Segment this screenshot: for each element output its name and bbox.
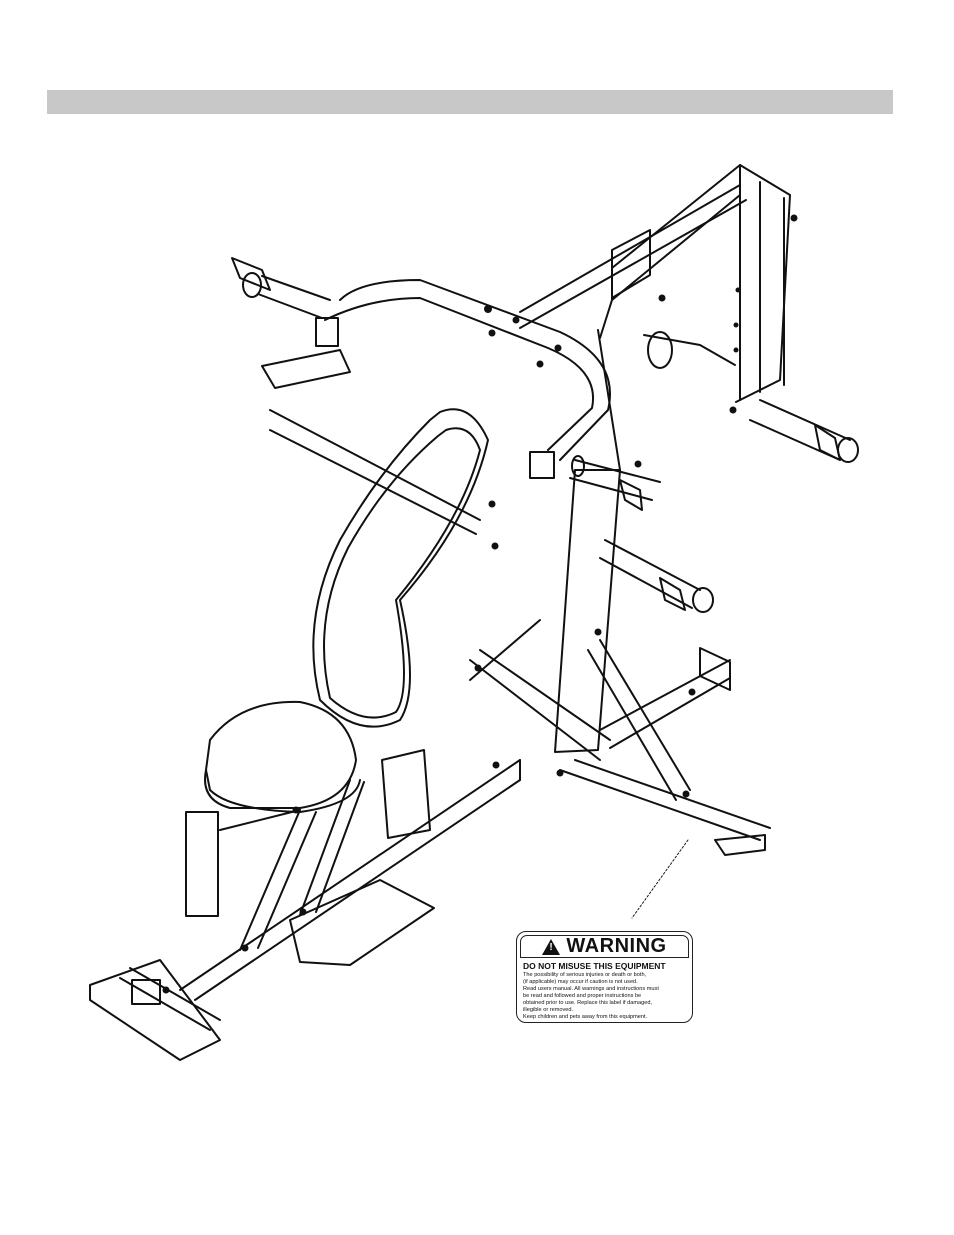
- warning-line: obtained prior to use. Replace this labe…: [523, 1000, 653, 1006]
- warning-line: illegible or removed.: [523, 1007, 574, 1013]
- warning-label: ! WARNING DO NOT MISUSE THIS EQUIPMENT T…: [516, 931, 693, 1023]
- warning-body: The possibility of serious injuries or d…: [523, 972, 688, 1021]
- warning-title: WARNING: [566, 935, 667, 957]
- warning-subtitle: DO NOT MISUSE THIS EQUIPMENT: [523, 961, 666, 971]
- warning-line: The possibility of serious injuries or d…: [523, 972, 647, 978]
- warning-line: be read and followed and proper instruct…: [523, 993, 642, 999]
- warning-line: (if applicable) may occur if caution is …: [523, 979, 638, 985]
- warning-triangle-icon: !: [542, 938, 561, 955]
- warning-header: ! WARNING: [520, 935, 689, 958]
- warning-line: Read users manual. All warnings and inst…: [523, 986, 659, 992]
- section-header-bar: [47, 90, 893, 114]
- warning-line: Keep children and pets away from this eq…: [523, 1014, 648, 1020]
